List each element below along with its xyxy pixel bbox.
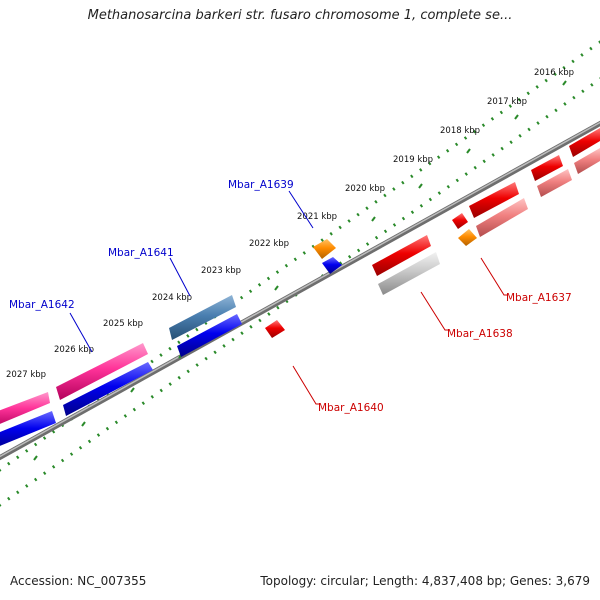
gene-mbar-a1639-blue <box>322 257 342 274</box>
tick-mark-2019: 2019 kbp <box>393 155 433 189</box>
tick-mark-2022: 2022 kbp <box>249 239 289 291</box>
gene-far-right-light-red-2 <box>574 148 600 174</box>
accession-text: Accession: NC_007355 <box>10 574 147 588</box>
tick-label-2017: 2017 kbp <box>487 97 527 107</box>
tick-label-2023: 2023 kbp <box>201 266 241 276</box>
gene-label-mbar-a1637[interactable]: Mbar_A1637 <box>506 292 572 304</box>
gene-blue-arrow <box>63 362 153 416</box>
chromosome-backbone-highlight <box>0 121 600 458</box>
tick-label-2021: 2021 kbp <box>297 212 337 222</box>
gene-mbar-a1640[interactable] <box>265 320 285 338</box>
tick-label-2024: 2024 kbp <box>152 293 192 303</box>
gene-mbar-a1639-pair[interactable] <box>313 239 342 274</box>
gene-mbar-a1637-red <box>469 182 519 218</box>
tick-label-2027: 2027 kbp <box>6 370 46 380</box>
gene-pink-blue-pair[interactable] <box>56 343 153 416</box>
gene-mbar-a1641-blue <box>177 314 242 357</box>
tick-mark-2027: 2027 kbp <box>6 370 46 461</box>
gene-mbar-a1637-small-red <box>452 213 468 229</box>
gene-mbar-a1642-pair[interactable] <box>0 392 56 450</box>
gene-far-right-red-2 <box>569 128 600 157</box>
tick-label-2019: 2019 kbp <box>393 155 433 165</box>
leader-mbar-a1640 <box>292 365 320 405</box>
gene-mbar-a1638-red <box>372 235 431 276</box>
gene-far-right-red-1 <box>531 155 563 181</box>
gene-label-mbar-a1640[interactable]: Mbar_A1640 <box>318 402 384 414</box>
gene-label-mbar-a1639[interactable]: Mbar_A1639 <box>228 179 294 191</box>
gene-mbar-a1641-steel <box>169 295 236 340</box>
gene-mbar-a1642-pink <box>0 392 50 424</box>
tick-label-2016: 2016 kbp <box>534 68 574 78</box>
genome-summary-text: Topology: circular; Length: 4,837,408 bp… <box>260 574 590 588</box>
tick-label-2025: 2025 kbp <box>103 319 143 329</box>
gene-label-mbar-a1642[interactable]: Mbar_A1642 <box>9 299 75 311</box>
tick-mark-2025: 2025 kbp <box>103 319 143 393</box>
chromosome-backbone <box>0 120 600 461</box>
gene-mbar-a1638-gray <box>378 252 440 295</box>
leader-mbar-a1642 <box>69 312 93 353</box>
tick-mark-2020: 2020 kbp <box>345 184 385 222</box>
tick-mark-2018: 2018 kbp <box>440 126 480 154</box>
gene-mbar-a1641-pair[interactable] <box>169 295 242 357</box>
tick-label-2020: 2020 kbp <box>345 184 385 194</box>
tick-label-2026: 2026 kbp <box>54 345 94 355</box>
map-title: Methanosarcina barkeri str. fusaro chrom… <box>87 8 513 23</box>
gene-mbar-a1637-light-red <box>476 198 528 237</box>
gene-mbar-a1642-blue <box>0 411 56 446</box>
tick-label-2018: 2018 kbp <box>440 126 480 136</box>
tick-label-2022: 2022 kbp <box>249 239 289 249</box>
gene-label-mbar-a1641[interactable]: Mbar_A1641 <box>108 247 174 259</box>
tick-mark-2017: 2017 kbp <box>487 97 527 120</box>
gene-label-mbar-a1638[interactable]: Mbar_A1638 <box>447 328 513 340</box>
tick-mark-2026: 2026 kbp <box>54 345 94 427</box>
gene-mbar-a1637-orange <box>458 229 477 246</box>
gene-mbar-a1639-orange <box>313 239 336 259</box>
tick-mark-2016: 2016 kbp <box>534 68 574 86</box>
leader-mbar-a1638 <box>420 291 449 331</box>
leader-mbar-a1637 <box>480 257 508 296</box>
gene-pink-arrow <box>56 343 148 400</box>
gene-far-right-light-red-1 <box>537 169 572 197</box>
gene-mbar-a1638-pair[interactable] <box>372 235 440 295</box>
gene-mbar-a1637-pair[interactable] <box>452 182 528 246</box>
leader-mbar-a1639 <box>288 190 314 229</box>
leader-mbar-a1641 <box>169 257 191 297</box>
gene-far-right-set[interactable] <box>531 128 600 197</box>
